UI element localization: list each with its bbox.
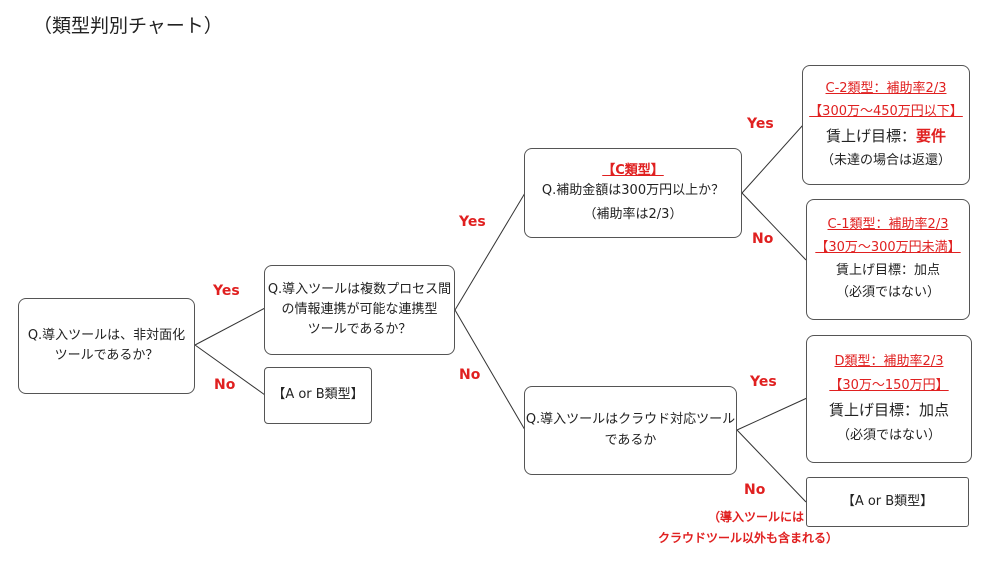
- c1-range: 【30万～300万円未満】: [815, 239, 961, 255]
- label-q4-no: No: [744, 482, 766, 498]
- c2-range: 【300万～450万円以下】: [809, 103, 963, 119]
- q3-line1: Q.補助金額は300万円以上か？: [541, 182, 725, 198]
- edge-q2-no: [454, 309, 526, 431]
- c2-name: C-2類型：補助率2/3: [825, 80, 947, 96]
- c2-note: （未達の場合は返還）: [820, 152, 951, 168]
- label-q1-yes: Yes: [213, 283, 240, 299]
- ab2-label: 【A or B類型】: [841, 493, 934, 509]
- q4-line1: Q.導入ツールはクラウド対応ツール: [525, 412, 736, 428]
- question-node-q1: Q.導入ツールは、非対面化 ツールであるか？: [18, 298, 195, 394]
- result-node-ab2: 【A or B類型】: [806, 477, 969, 527]
- c1-name: C-1類型：補助率2/3: [827, 217, 949, 232]
- edge-q1-no: [194, 344, 266, 396]
- q1-line2: ツールであるか？: [54, 348, 159, 363]
- question-node-q2: Q.導入ツールは複数プロセス間 の情報連携が可能な連携型 ツールであるか？: [264, 265, 455, 355]
- c2-goal-prefix: 賃上げ目標：: [825, 127, 916, 146]
- d-name: D類型：補助率2/3: [834, 354, 944, 370]
- question-node-q4: Q.導入ツールはクラウド対応ツール であるか: [524, 386, 737, 475]
- q4-no-note-line1: （導入ツールには: [708, 510, 805, 524]
- label-q4-yes: Yes: [750, 374, 777, 390]
- q2-line2: の情報連携が可能な連携型: [281, 301, 438, 317]
- c1-goal: 賃上げ目標：加点: [835, 262, 940, 278]
- label-q3-no: No: [752, 231, 774, 247]
- q3-tag: 【C類型】: [602, 162, 664, 178]
- edge-q3-yes: [741, 124, 804, 194]
- d-goal: 賃上げ目標：加点: [828, 401, 949, 420]
- edge-q4-no: [736, 429, 807, 503]
- result-node-d: D類型：補助率2/3 【30万～150万円】 賃上げ目標：加点 （必須ではない）: [806, 335, 972, 463]
- q3-line2: （補助率は2/3）: [583, 207, 683, 223]
- q2-line3: ツールであるか？: [307, 322, 412, 338]
- result-node-c2: C-2類型：補助率2/3 【300万～450万円以下】 賃上げ目標：要件 （未達…: [802, 65, 970, 185]
- question-node-q3: 【C類型】 Q.補助金額は300万円以上か？ （補助率は2/3）: [524, 148, 742, 238]
- d-range: 【30万～150万円】: [829, 377, 949, 393]
- page-title: （類型判別チャート）: [33, 15, 223, 37]
- label-q3-yes: Yes: [747, 116, 774, 132]
- c1-note: （必須ではない）: [835, 285, 940, 301]
- c2-goal: 賃上げ目標：要件: [826, 123, 946, 149]
- ab1-label: 【A or B類型】: [272, 387, 364, 403]
- edge-q4-yes: [736, 397, 808, 431]
- q4-no-note-line2: クラウドツール以外も含まれる）: [658, 531, 839, 545]
- result-node-ab1: 【A or B類型】: [264, 367, 372, 424]
- edge-q2-yes: [454, 192, 526, 311]
- edge-q1-yes: [194, 307, 266, 346]
- d-note: （必須ではない）: [836, 428, 941, 444]
- edge-q3-no: [741, 192, 807, 261]
- label-q1-no: No: [214, 377, 236, 393]
- q2-line1: Q.導入ツールは複数プロセス間: [267, 281, 452, 297]
- result-node-c1: C-1類型：補助率2/3 【30万～300万円未満】 賃上げ目標：加点 （必須で…: [806, 199, 970, 320]
- q4-line2: であるか: [604, 432, 657, 448]
- c2-goal-value: 要件: [916, 127, 947, 146]
- q1-line1: Q.導入ツールは、非対面化: [27, 327, 186, 343]
- label-q2-no: No: [459, 367, 481, 383]
- label-q2-yes: Yes: [459, 214, 486, 230]
